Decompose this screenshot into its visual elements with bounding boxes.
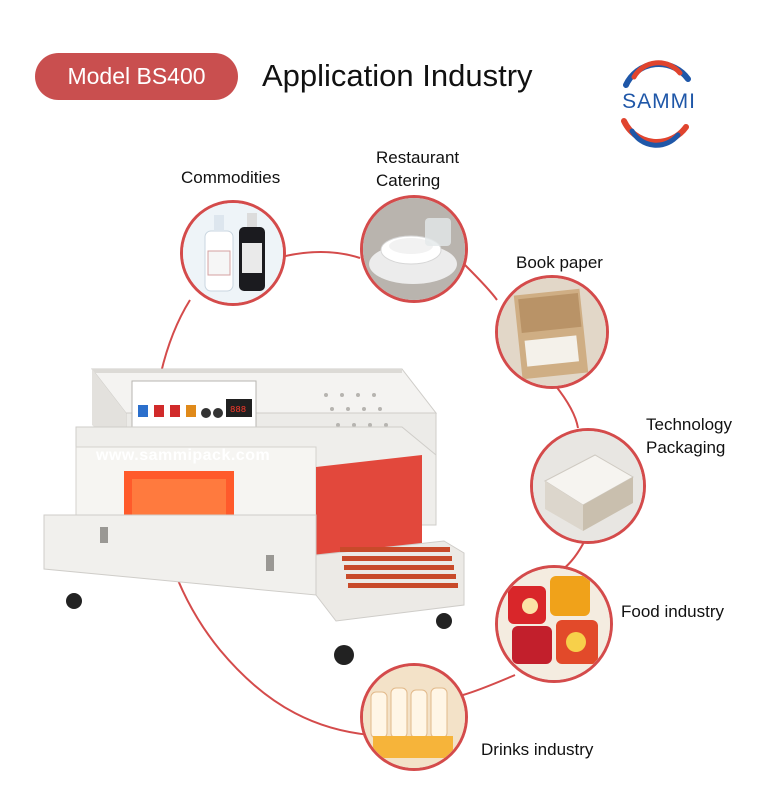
book-image	[495, 275, 609, 389]
page-title: Application Industry	[262, 58, 533, 93]
website-watermark: www.sammipack.com	[96, 447, 271, 464]
label-commodities: Commodities	[181, 168, 281, 187]
label-restaurant-catering-text: Restaurant Catering	[376, 148, 460, 190]
label-restaurant-catering: Restaurant Catering	[376, 146, 459, 192]
bottles-image	[180, 200, 286, 306]
label-technology-packaging: Technology Packaging	[646, 413, 732, 459]
instant-noodles-image	[495, 565, 613, 683]
boxed-product-image	[530, 428, 646, 544]
label-drinks-industry: Drinks industry	[481, 740, 594, 759]
tableware-image	[360, 195, 468, 303]
label-food-industry: Food industry	[621, 602, 724, 621]
logo-text: SAMMI	[622, 90, 696, 113]
sammi-logo	[621, 60, 691, 148]
model-badge: Model BS400	[35, 53, 238, 100]
shrink-tunnel-machine: 888	[43, 368, 465, 665]
svg-text:888: 888	[230, 405, 246, 415]
model-label: Model BS400	[67, 63, 206, 89]
label-technology-packaging-text: Technology Packaging	[646, 415, 733, 457]
bottled-drinks-image	[360, 663, 468, 771]
label-book-paper: Book paper	[516, 253, 603, 272]
